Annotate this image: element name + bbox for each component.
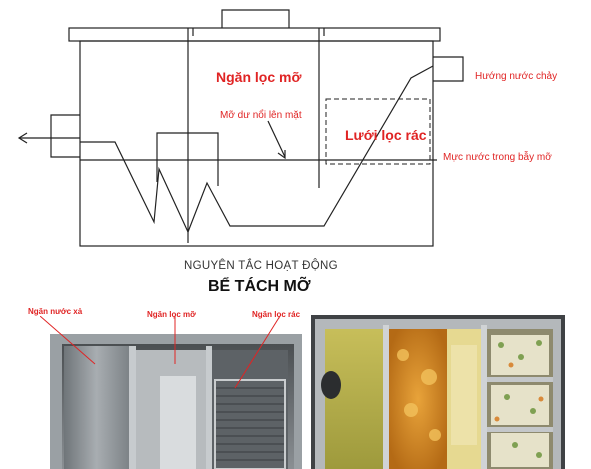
photo-used-grease-trap [311, 315, 565, 469]
title-grease-trap: BỂ TÁCH MỠ [208, 278, 311, 295]
outlet-arrow-head [17, 132, 28, 144]
label-flow-direction: Hướng nước chảy [475, 71, 558, 82]
oil-pointer [267, 120, 286, 158]
outlet-pipe [50, 114, 80, 158]
label-floating-grease: Mỡ dư nổi lên mặt [220, 110, 302, 121]
inlet-pipe [433, 56, 464, 82]
label-water-level: Mực nước trong bẫy mỡ [443, 152, 552, 163]
photo-label-trash: Ngăn lọc rác [252, 310, 301, 319]
label-trash-screen: Lưới lọc rác [345, 127, 427, 143]
tank-body [79, 40, 434, 247]
flow-path [80, 65, 434, 234]
title-principle: NGUYÊN TẮC HOẠT ĐỘNG [184, 260, 338, 272]
label-grease-chamber: Ngăn lọc mỡ [216, 69, 302, 85]
trash-screen-box [325, 98, 431, 165]
photo-empty-grease-trap [40, 316, 302, 469]
photo-label-outlet: Ngăn nước xả [28, 307, 83, 316]
photo-label-grease: Ngăn lọc mỡ [147, 310, 196, 319]
tank-lid [68, 27, 441, 42]
grease-trap-schematic [17, 9, 464, 247]
lid-handle [221, 9, 290, 28]
oil-pointer-head [277, 150, 286, 160]
